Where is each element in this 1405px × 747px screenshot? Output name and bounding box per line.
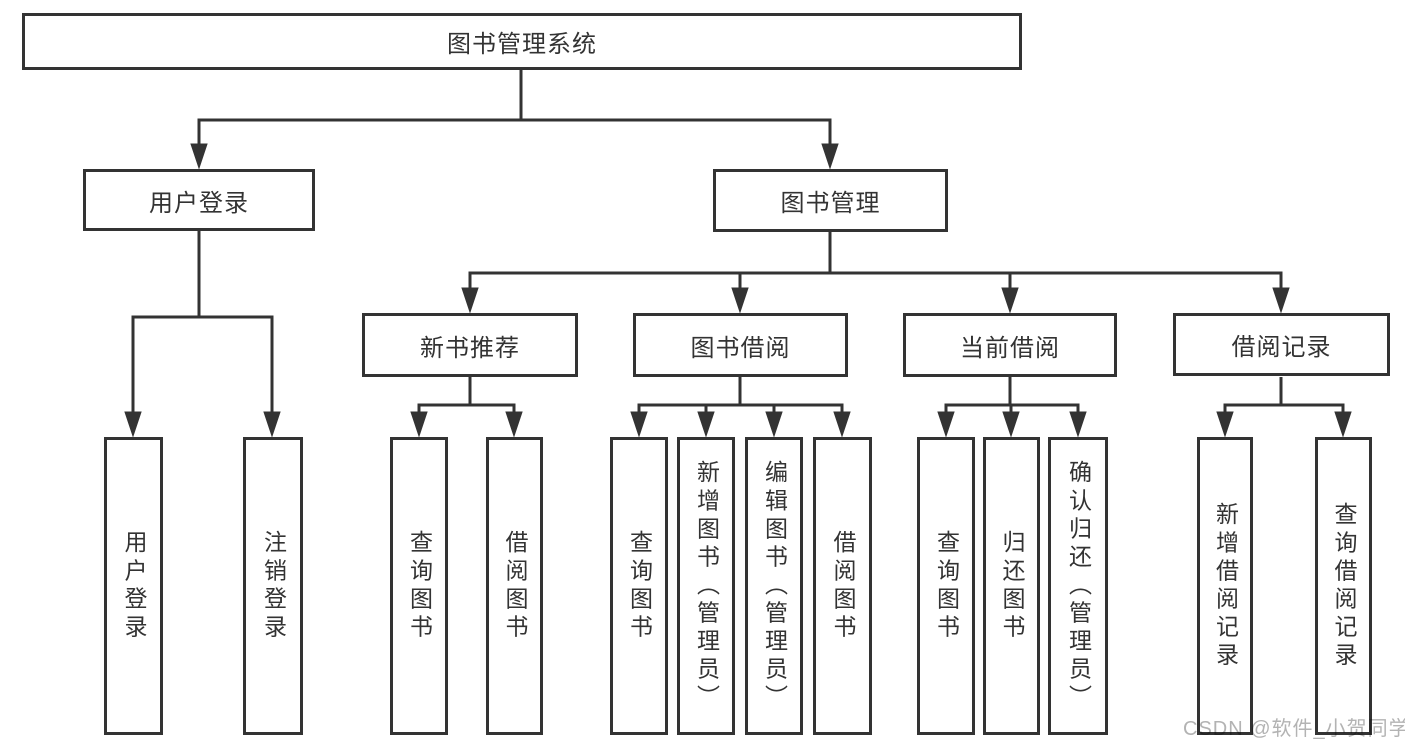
- leaf-logout: 注销登录: [243, 437, 303, 735]
- node-label: 新书推荐: [420, 334, 520, 362]
- node-label: 图书管理: [780, 190, 881, 217]
- leaf-edit-books-admin: 编辑图书（管理员）: [745, 437, 803, 735]
- node-library-management-system: 图书管理系统: [22, 13, 1022, 70]
- leaf-query-borrow-record: 查询借阅记录: [1315, 437, 1372, 735]
- node-label: 用户登录: [149, 189, 249, 217]
- leaf-label: 借阅图书: [502, 529, 528, 643]
- csdn-watermark: CSDN @软件_小贺同学: [1183, 718, 1405, 740]
- node-book-management: 图书管理: [713, 169, 948, 232]
- leaf-query-books-recommend: 查询图书: [390, 437, 448, 735]
- leaf-label: 新增图书（管理员）: [693, 459, 720, 713]
- node-current-borrowing: 当前借阅: [903, 313, 1117, 377]
- node-new-book-recommend: 新书推荐: [362, 313, 578, 377]
- node-book-borrowing: 图书借阅: [633, 313, 848, 377]
- leaf-confirm-return-admin: 确认归还（管理员）: [1048, 437, 1108, 735]
- leaf-query-books-current: 查询图书: [917, 437, 975, 735]
- leaf-label: 新增借阅记录: [1212, 501, 1239, 671]
- node-label: 借阅记录: [1231, 334, 1332, 361]
- node-borrowing-records: 借阅记录: [1173, 313, 1390, 376]
- node-user-login: 用户登录: [83, 169, 315, 231]
- leaf-query-books-borrow: 查询图书: [610, 437, 668, 735]
- leaf-return-books: 归还图书: [983, 437, 1040, 735]
- leaf-label: 编辑图书（管理员）: [761, 459, 788, 713]
- leaf-label: 注销登录: [260, 529, 287, 643]
- leaf-label: 归还图书: [999, 529, 1025, 643]
- leaf-add-books-admin: 新增图书（管理员）: [677, 437, 735, 735]
- leaf-borrow-books: 借阅图书: [813, 437, 872, 735]
- leaf-add-borrow-record: 新增借阅记录: [1197, 437, 1253, 735]
- leaf-label: 用户登录: [121, 529, 147, 643]
- leaf-user-login: 用户登录: [104, 437, 163, 735]
- leaf-label: 查询图书: [933, 529, 960, 643]
- leaf-label: 查询借阅记录: [1331, 501, 1357, 671]
- node-label: 图书管理系统: [447, 31, 597, 58]
- leaf-label: 借阅图书: [830, 529, 856, 643]
- node-label: 当前借阅: [960, 334, 1060, 362]
- leaf-borrow-books-recommend: 借阅图书: [486, 437, 543, 735]
- node-label: 图书借阅: [690, 334, 791, 362]
- leaf-label: 查询图书: [626, 529, 653, 643]
- leaf-label: 查询图书: [406, 529, 433, 643]
- leaf-label: 确认归还（管理员）: [1065, 459, 1092, 713]
